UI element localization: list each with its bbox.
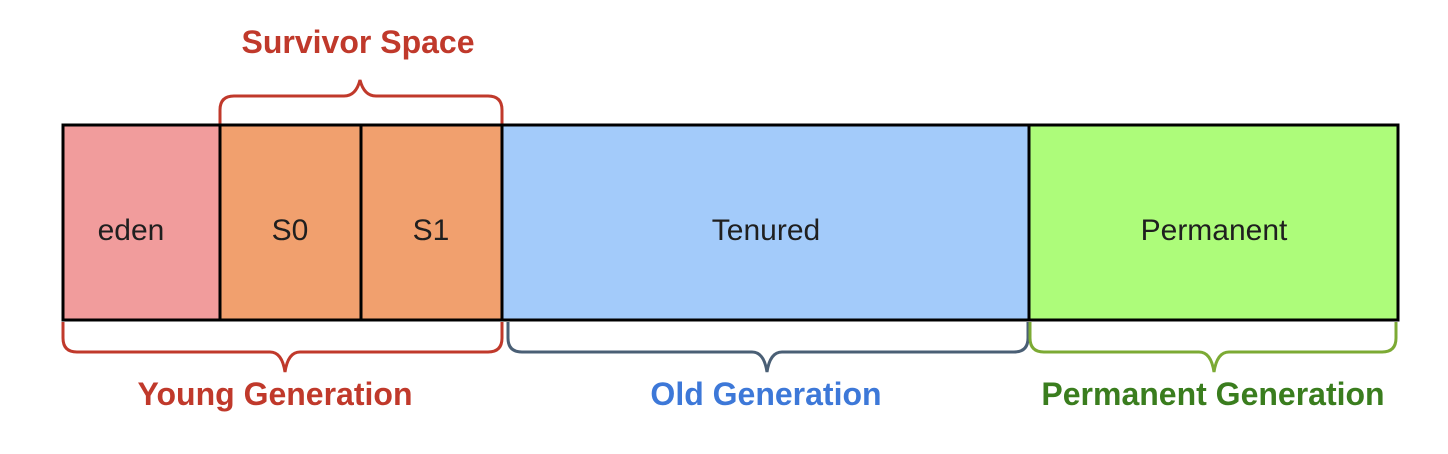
survivor-space-label: Survivor Space — [242, 24, 475, 60]
old-generation-brace — [506, 322, 1030, 373]
old-generation-label: Old Generation — [650, 376, 881, 412]
segment-label-s0: S0 — [272, 214, 309, 247]
segment-eden — [61, 123, 222, 322]
survivor-space-brace — [218, 79, 504, 124]
segment-s1 — [359, 123, 504, 322]
segment-label-s1: S1 — [413, 214, 450, 247]
segment-s0 — [218, 123, 363, 322]
permanent-generation-brace — [1028, 322, 1398, 373]
young-generation-brace — [61, 322, 504, 373]
young-generation-label: Young Generation — [138, 376, 413, 412]
segment-permanent — [1027, 123, 1400, 322]
permanent-generation-label: Permanent Generation — [1041, 376, 1384, 412]
segment-tenured — [500, 123, 1031, 322]
segment-label-tenured: Tenured — [712, 214, 820, 247]
segment-label-eden: eden — [98, 214, 165, 247]
segment-label-permanent: Permanent — [1141, 214, 1288, 247]
